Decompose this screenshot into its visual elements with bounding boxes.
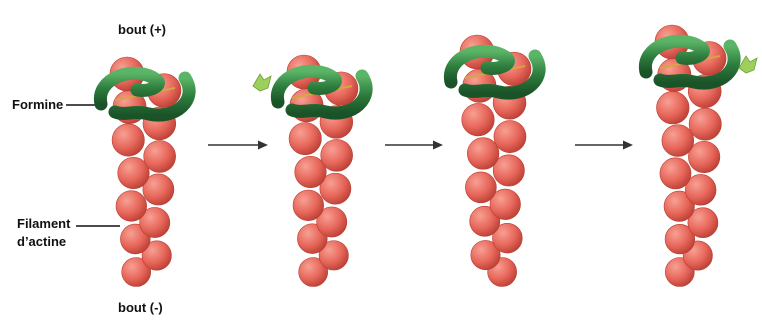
- actin-monomer: [289, 123, 321, 155]
- filament-step-2: [277, 55, 366, 287]
- actin-monomer: [662, 125, 694, 157]
- actin-monomer: [462, 103, 494, 135]
- actin-monomer-icon: [253, 74, 271, 91]
- arrow-right-icon: [385, 141, 443, 150]
- filament-step-1: [100, 57, 189, 287]
- actin-monomer: [293, 190, 324, 221]
- actin-monomer-icon: [739, 56, 757, 73]
- actin-monomer: [657, 91, 690, 124]
- filament-step-4: [645, 25, 734, 287]
- actin-monomer: [465, 172, 496, 203]
- actin-monomer: [112, 124, 144, 156]
- actin-monomer: [660, 158, 691, 189]
- filament-step-3: [450, 35, 539, 287]
- arrow-right-icon: [575, 141, 633, 150]
- arrow-right-icon: [208, 141, 268, 150]
- actin-monomer: [116, 191, 147, 222]
- actin-monomer: [494, 121, 526, 153]
- actin-monomer: [144, 141, 176, 173]
- actin-monomer: [321, 139, 353, 171]
- actin-monomer: [467, 138, 499, 170]
- actin-monomer: [689, 108, 721, 140]
